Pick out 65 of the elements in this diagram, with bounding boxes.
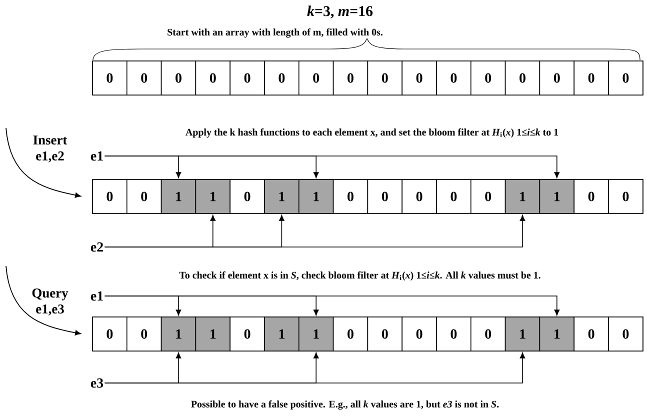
array-cell: 0 bbox=[264, 60, 300, 96]
array-cell: 0 bbox=[574, 179, 609, 214]
array-cell: 1 bbox=[504, 179, 540, 214]
array-cell: 0 bbox=[160, 60, 196, 96]
array-cell: 0 bbox=[230, 179, 265, 214]
array-cell: 0 bbox=[332, 316, 368, 352]
array-cell: 0 bbox=[608, 316, 644, 352]
note-text: Start with an array with length of m, filled with 0s. bbox=[168, 28, 382, 38]
array-cell: 0 bbox=[126, 179, 162, 214]
array-cell: 0 bbox=[539, 60, 574, 96]
array-cell: 1 bbox=[504, 316, 540, 352]
array-cell: 0 bbox=[402, 316, 437, 352]
note-text: To check if element x is in S, check bloom filter at H$_{i}$(x) 1≤i≤k. All k values must be 1. bbox=[179, 271, 540, 281]
array-cell: 0 bbox=[608, 179, 644, 214]
edge-label: Insert e1,e2 bbox=[33, 136, 68, 162]
array-cell: 1 bbox=[160, 179, 196, 214]
arrow bbox=[104, 296, 560, 316]
array-cell: 0 bbox=[402, 179, 437, 214]
array-cell: 1 bbox=[298, 179, 334, 214]
array-cell: 0 bbox=[574, 60, 609, 96]
array-cell: 0 bbox=[92, 316, 128, 352]
curved-arrow bbox=[6, 266, 81, 336]
note-text: Possible to have a false positive. E.g., all k values are 1, but e3 is not in S. bbox=[191, 400, 499, 410]
element-label: e3 bbox=[90, 378, 104, 388]
array-cell: 0 bbox=[92, 179, 128, 214]
array-cell: 0 bbox=[608, 60, 644, 96]
array-cell: 0 bbox=[367, 179, 402, 214]
array-cell: 0 bbox=[470, 179, 506, 214]
array-cell: 1 bbox=[195, 179, 230, 214]
array-cell: 0 bbox=[367, 316, 402, 352]
array-cell: 0 bbox=[436, 179, 472, 214]
arrow bbox=[104, 352, 526, 384]
array-cell: 0 bbox=[230, 316, 265, 352]
array-cell: 0 bbox=[92, 60, 128, 96]
array-cell: 0 bbox=[470, 316, 506, 352]
array-cell: 0 bbox=[470, 60, 506, 96]
array-cell: 0 bbox=[574, 316, 609, 352]
array-cell: 0 bbox=[298, 60, 334, 96]
array-cell: 1 bbox=[264, 179, 300, 214]
array-cell: 1 bbox=[264, 316, 300, 352]
array-cell: 0 bbox=[367, 60, 402, 96]
array-cell: 0 bbox=[126, 316, 162, 352]
array-cell: 1 bbox=[539, 316, 574, 352]
array-cell: 1 bbox=[195, 316, 230, 352]
array-cell: 0 bbox=[504, 60, 540, 96]
array-cell: 0 bbox=[436, 316, 472, 352]
array-cell: 0 bbox=[195, 60, 230, 96]
arrow bbox=[104, 214, 526, 248]
array-cell: 1 bbox=[539, 179, 574, 214]
array-cell: 0 bbox=[332, 179, 368, 214]
array-cell: 1 bbox=[298, 316, 334, 352]
curved-arrow bbox=[6, 128, 81, 198]
edge-label: Query e1,e3 bbox=[32, 288, 68, 316]
element-label: e1 bbox=[90, 151, 103, 161]
arrow bbox=[104, 156, 560, 178]
array-cell: 0 bbox=[332, 60, 368, 96]
title: k=3, m=16 bbox=[307, 6, 373, 18]
array-cell: 1 bbox=[160, 316, 196, 352]
element-label: e2 bbox=[90, 242, 103, 252]
array-cell: 0 bbox=[230, 60, 265, 96]
array-cell: 0 bbox=[402, 60, 437, 96]
element-label: e1 bbox=[90, 291, 103, 301]
array-cell: 0 bbox=[126, 60, 162, 96]
array-cell: 0 bbox=[436, 60, 472, 96]
note-text: Apply the k hash functions to each element x, and set the bloom filter at H$_{i}$(x) 1≤i≤k to 1 bbox=[186, 128, 558, 138]
